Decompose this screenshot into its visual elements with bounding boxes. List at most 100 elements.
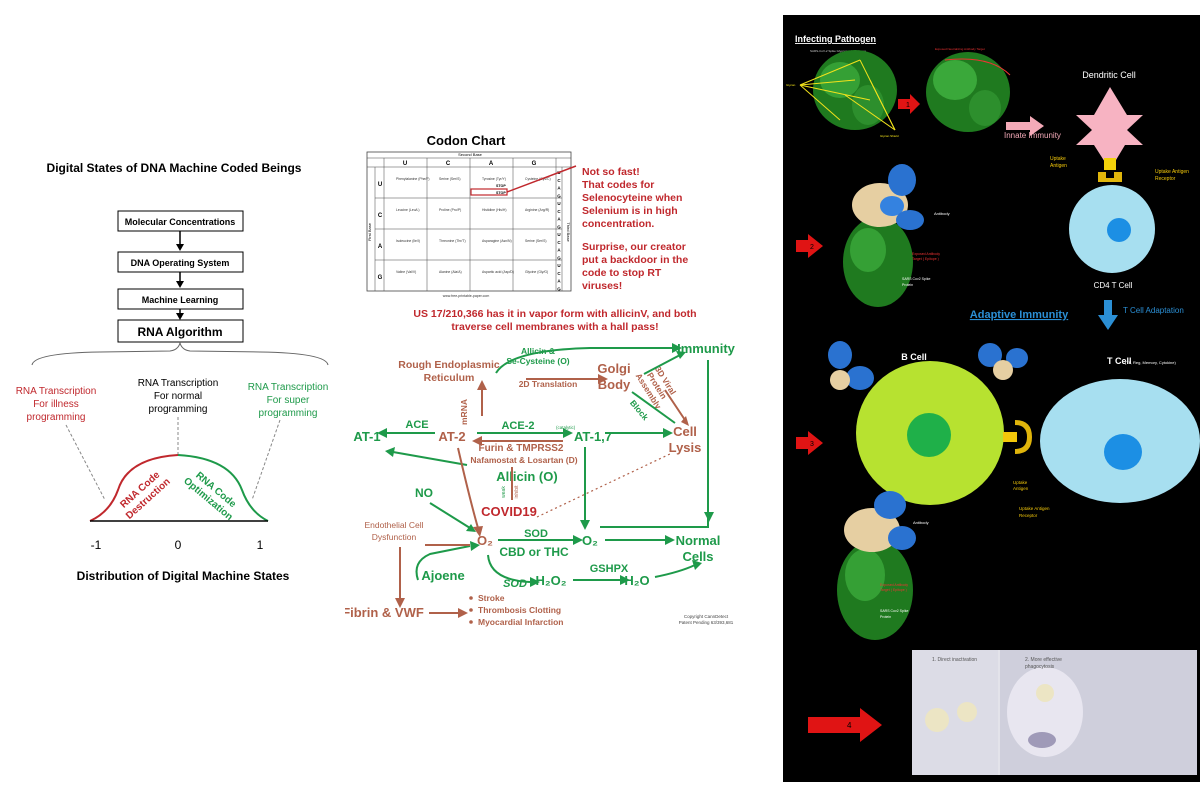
third-base-letter: A	[557, 217, 561, 222]
svg-text:Protein: Protein	[902, 283, 913, 287]
node-at1: AT-1	[353, 429, 380, 444]
label-block: Block	[628, 398, 651, 422]
svg-text:put a backdoor in the: put a backdoor in the	[582, 254, 688, 266]
svg-text:Uptake: Uptake	[1013, 480, 1028, 485]
pointer-line	[251, 419, 281, 501]
svg-text:phagocytosis: phagocytosis	[1025, 664, 1055, 670]
adaptive-immunity-title: Adaptive Immunity	[970, 309, 1069, 321]
svg-text:G: G	[378, 275, 383, 281]
svg-text:G: G	[532, 161, 537, 167]
svg-text:RNA Transcription: RNA Transcription	[248, 382, 329, 393]
svg-text:C: C	[446, 161, 451, 167]
label-inhibit: inhibit	[514, 485, 520, 499]
svg-text:1. Direct inactivation: 1. Direct inactivation	[932, 657, 977, 663]
svg-text:C: C	[378, 213, 383, 219]
svg-text:Body: Body	[598, 377, 631, 392]
innate-immunity-label: Innate Immunity	[1004, 131, 1061, 140]
svg-text:Endothelial Cell: Endothelial Cell	[364, 520, 423, 530]
brace	[31, 341, 329, 366]
normal-label: RNA Transcription For normal programming	[138, 378, 219, 415]
svg-text:Uptake: Uptake	[1050, 156, 1066, 162]
codon-cell-2-1: Threonine (Thr/T)	[439, 239, 466, 243]
svg-text:code to stop RT: code to stop RT	[582, 267, 662, 279]
infecting-pathogen-title: Infecting Pathogen	[795, 34, 876, 44]
outcomes-list: Stroke Thrombosis Clotting Myocardial In…	[469, 593, 564, 627]
node-golgi-body: Golgi Body	[597, 361, 631, 392]
svg-text:Patent Pending 63/393,681: Patent Pending 63/393,681	[679, 620, 734, 625]
third-base-letter: G	[557, 255, 561, 260]
step-arrow-4: 4	[808, 708, 882, 742]
t-cell-adaptation-arrow	[1098, 300, 1118, 330]
super-label: RNA Transcription For super programming	[248, 382, 329, 419]
svg-text:traverse cell membranes with a: traverse cell membranes with a hall pass…	[451, 321, 658, 333]
node-endothelial: Endothelial Cell Dysfunction	[364, 520, 423, 542]
optimization-curve	[177, 454, 269, 522]
svg-text:Uptake Antigen: Uptake Antigen	[1155, 169, 1189, 175]
node-allicin-se: Allicin & Se-Cysteine (O)	[506, 346, 569, 366]
svg-text:A: A	[489, 161, 494, 167]
third-base-letter: A	[557, 186, 561, 191]
svg-text:Receptor: Receptor	[1155, 176, 1176, 182]
svg-text:Myocardial Infarction: Myocardial Infarction	[478, 617, 564, 627]
node-rough-er: Rough Endoplasmic Reticulum	[398, 359, 500, 384]
svg-text:For normal: For normal	[154, 391, 202, 402]
node-at2: AT-2	[438, 429, 465, 444]
codon-cell-0-2: Tyrosine (Tyr/Y)	[482, 177, 506, 181]
codon-cell-1-2: Histidine (His/H)	[482, 208, 507, 212]
third-base-letter: C	[557, 240, 561, 245]
svg-text:Reticulum: Reticulum	[424, 372, 475, 384]
flow-arrow	[176, 244, 184, 251]
codon-cell-0-1: Serine (Ser/S)	[439, 177, 460, 181]
node-o2-right: O₂	[582, 533, 598, 548]
svg-text:Lysis: Lysis	[669, 440, 702, 455]
mechanism-inset-image: 1. Direct inactivation 2. More effective…	[912, 650, 1197, 775]
step-arrow-2: 2	[796, 234, 823, 258]
svg-text:Antigen: Antigen	[1013, 486, 1029, 491]
brown-arrowheads	[395, 374, 689, 618]
codon-chart-title: Codon Chart	[427, 133, 506, 148]
cd4-nucleus	[1107, 218, 1131, 242]
label-furin: Furin & TMPRSS2	[478, 443, 563, 454]
third-base-letter: U	[557, 263, 560, 268]
codon-cell-2-0: Isoleucine (Ile/I)	[396, 239, 420, 243]
svg-text:Stroke: Stroke	[478, 593, 505, 603]
uptake-receptor-label-1: Uptake Antigen Receptor	[1155, 169, 1189, 182]
label-catalytic: (catalytic)	[556, 425, 576, 430]
flow-box-rna-algorithm: RNA Algorithm	[117, 319, 244, 343]
brown-arrows	[399, 378, 686, 614]
third-base-letter: G	[557, 224, 561, 229]
b-cell-label: B Cell	[901, 352, 927, 362]
svg-text:First Base: First Base	[367, 222, 372, 241]
codon-cell-3-2: Aspartic acid (Asp/D)	[482, 270, 514, 274]
flow-arrow	[176, 281, 184, 288]
flow-box-machine-learning: Machine Learning	[117, 288, 244, 310]
distribution-title: Distribution of Digital Machine States	[77, 569, 290, 583]
svg-text:Copyright CannDetect: Copyright CannDetect	[684, 614, 729, 619]
node-no: NO	[415, 486, 433, 500]
destruction-curve	[89, 454, 179, 522]
svg-text:Protein: Protein	[880, 615, 891, 619]
green-arrowheads	[377, 343, 714, 587]
label-ace2: ACE-2	[501, 420, 534, 432]
svg-text:A: A	[378, 244, 383, 250]
codon-pathway-panel: Codon Chart Second Base U C A G U C A G …	[342, 0, 770, 795]
svg-text:Third Base: Third Base	[566, 222, 571, 242]
label-mrna: mRNA	[459, 399, 469, 425]
node-allicin-o: Allicin (O)	[496, 469, 557, 484]
codon-cell-2-3: Serine (Ser/S)	[525, 239, 546, 243]
svg-text:Not so fast!: Not so fast!	[582, 166, 640, 178]
node-h2o2: H₂O₂	[535, 573, 566, 588]
uptake-antigen-label-1: Uptake Antigen	[1050, 156, 1067, 169]
uptake-stem-2	[1003, 432, 1017, 442]
tiny-caption-red: Exposed Neutralizing Antibody Target	[935, 47, 985, 51]
label-gshpx: GSHPX	[590, 563, 629, 575]
svg-text:Golgi: Golgi	[597, 361, 630, 376]
step-arrow-3: 3	[796, 431, 823, 455]
antibody-icon	[978, 343, 1028, 380]
svg-text:Antibody: Antibody	[934, 211, 950, 216]
svg-text:Target ( Epitope ): Target ( Epitope )	[880, 588, 907, 592]
digital-states-title: Digital States of DNA Machine Coded Bein…	[47, 161, 302, 175]
node-fibrin: Fibrin & VWF	[345, 605, 424, 620]
step-arrow-1: 1	[898, 94, 920, 114]
spike-protein-image-1b	[926, 52, 1011, 132]
